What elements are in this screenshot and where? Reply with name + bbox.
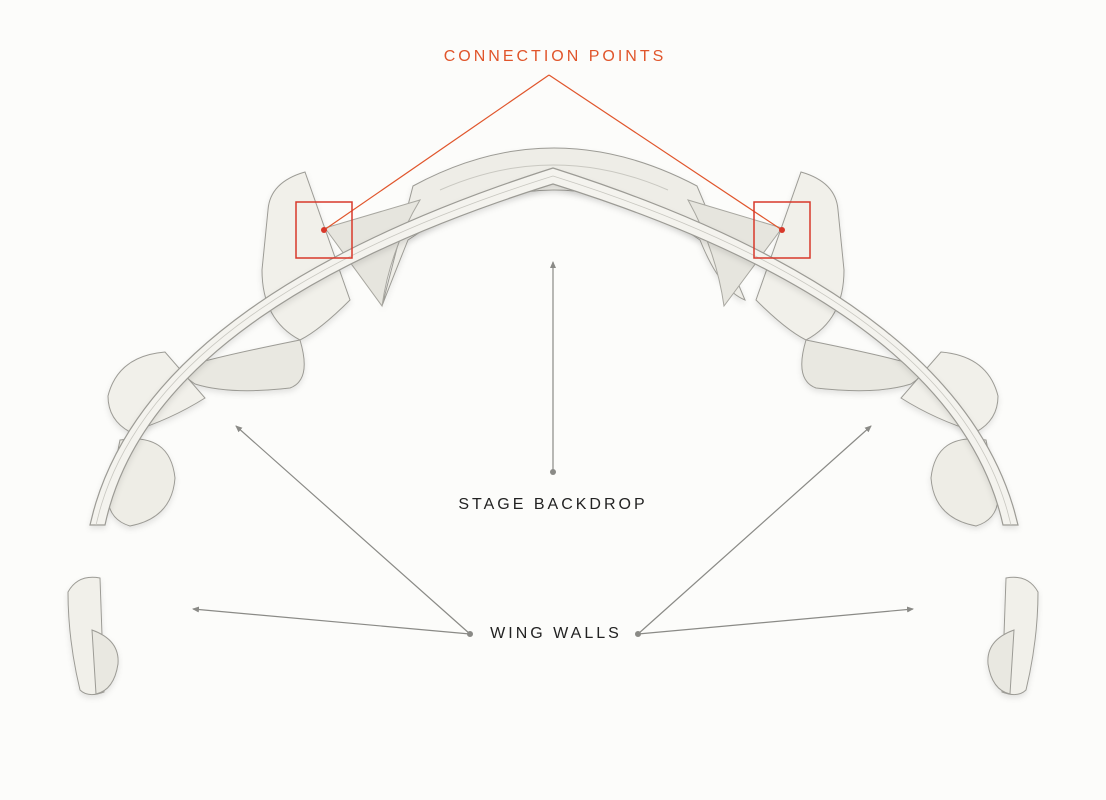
left-side-panels: [108, 172, 350, 526]
right-side-panels: [756, 172, 998, 526]
leader-to-right-wing: [638, 609, 913, 634]
stage-backdrop-label: STAGE BACKDROP: [458, 496, 647, 514]
connection-dot-left: [321, 227, 327, 233]
wing-walls-label: WING WALLS: [490, 625, 622, 643]
left-wing-wall: [68, 577, 118, 694]
leader-to-right-arch: [638, 426, 871, 634]
stage-backdrop-leader: [550, 262, 556, 475]
right-wing-wall: [988, 577, 1038, 694]
leader-to-left-wing: [193, 609, 470, 634]
leader-to-left-arch: [236, 426, 470, 634]
connection-dot-right: [779, 227, 785, 233]
connection-points-label: CONNECTION POINTS: [444, 48, 667, 66]
